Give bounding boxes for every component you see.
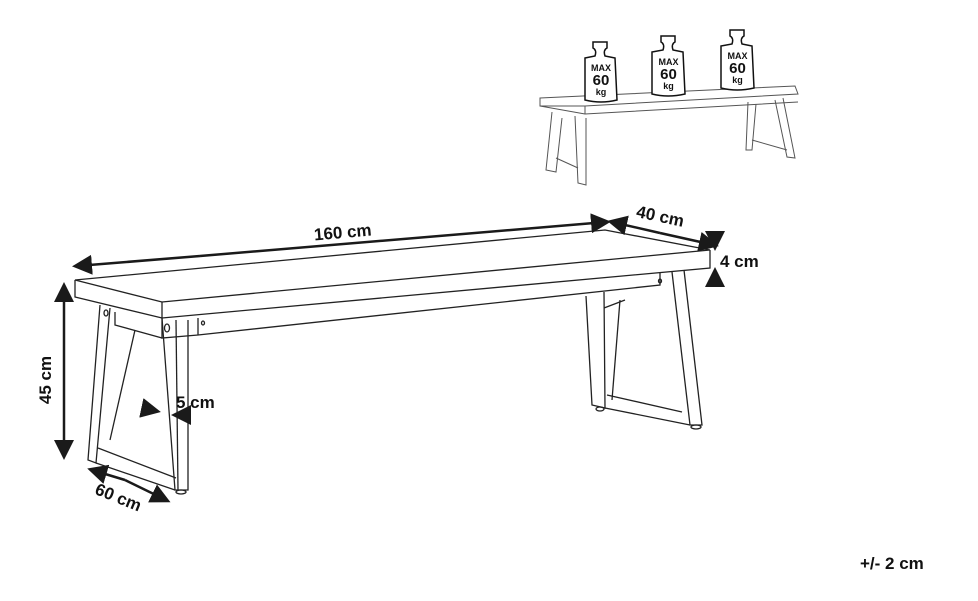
weight-max-text: MAX <box>727 51 748 61</box>
tolerance-label: +/- 2 cm <box>860 554 924 573</box>
weight-label-1: MAX 60 kg <box>585 64 617 97</box>
dimension-arrows <box>54 213 725 503</box>
weight-label-3: MAX 60 kg <box>721 52 754 85</box>
weight-value-text: 60 <box>660 66 677 83</box>
weight-label-2: MAX 60 kg <box>652 58 685 91</box>
weight-unit-text: kg <box>732 75 743 85</box>
height-label: 45 cm <box>36 355 56 405</box>
weight-unit-text: kg <box>595 87 607 97</box>
bench-main <box>74 229 711 495</box>
weight-value-text: 60 <box>592 72 610 89</box>
weight-max-text: MAX <box>658 57 679 67</box>
weight-value-text: 60 <box>729 60 746 77</box>
weight-icon-1 <box>584 41 618 103</box>
top-thickness-label: 4 cm <box>720 252 759 271</box>
weight-unit-text: kg <box>663 81 674 91</box>
weight-icon-3 <box>720 29 755 91</box>
leg-width-label: 5 cm <box>176 393 215 412</box>
weight-icon-2 <box>651 35 686 97</box>
weight-max-text: MAX <box>591 63 611 73</box>
inset-bench <box>539 85 799 186</box>
